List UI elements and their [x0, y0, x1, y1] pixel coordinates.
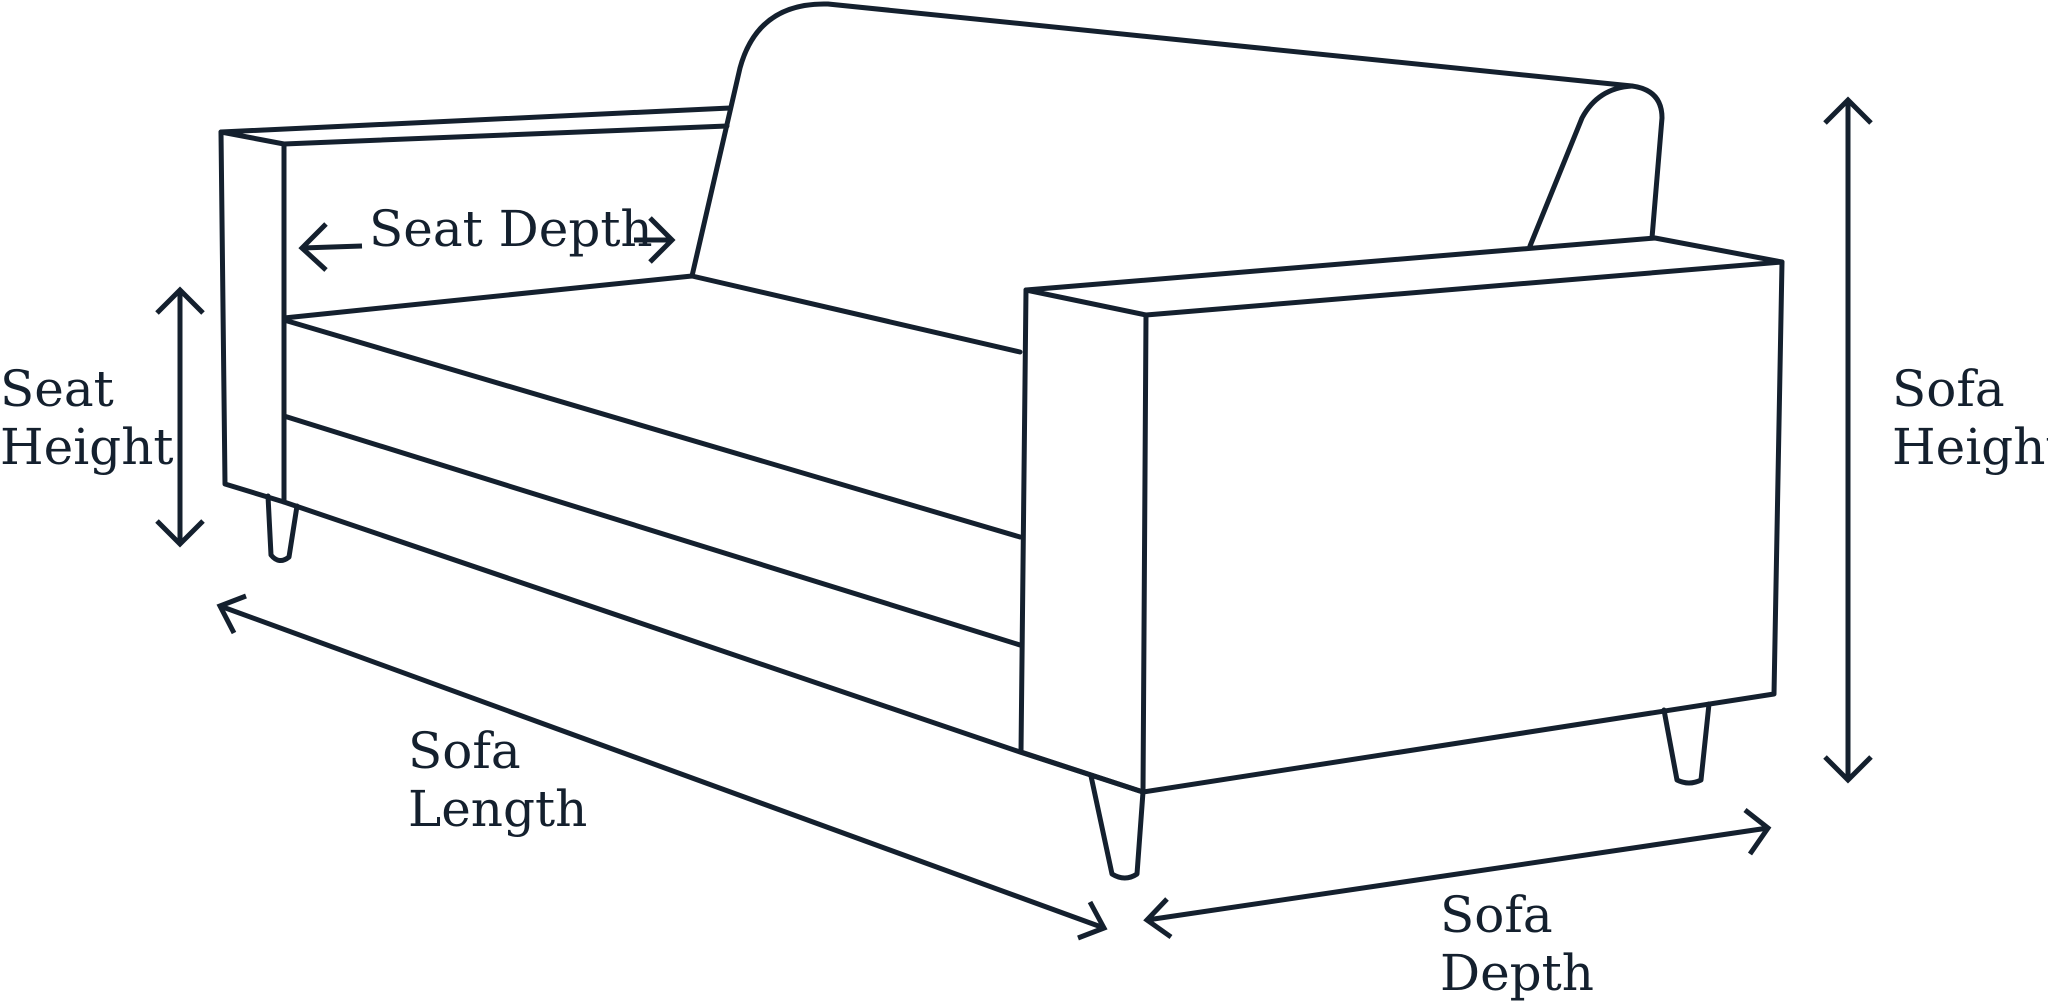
- sofa-left-arm-outer-face: [218, 129, 287, 505]
- sofa-height-arrow: [1823, 96, 1873, 784]
- sofa-depth-arrow: [1143, 808, 1772, 940]
- sofa-leg-left: [265, 493, 300, 563]
- sofa-length-line-2: Length: [408, 780, 588, 838]
- sofa-seat-top: [281, 273, 1023, 355]
- sofa-length-label: Sofa Length: [408, 722, 587, 838]
- sofa-depth-line-1: Sofa: [1440, 886, 1553, 944]
- sofa-length-line-1: Sofa: [408, 722, 521, 780]
- sofa-right-arm-top: [1023, 235, 1785, 318]
- sofa-left-arm-top-back: [218, 105, 733, 147]
- seat-depth-arrow: [298, 216, 676, 272]
- sofa-height-line-2: Height: [1892, 418, 2048, 476]
- dimension-arrows: [155, 96, 1873, 941]
- sofa-backrest-right-curve: [1527, 83, 1635, 249]
- seat-depth-label: Seat Depth: [369, 200, 653, 258]
- sofa-seat-front-bottom: [281, 413, 1023, 648]
- sofa-right-arm-side: [1140, 259, 1785, 795]
- sofa-leg-front: [1088, 773, 1146, 881]
- seat-height-arrow: [155, 286, 205, 548]
- sofa-height-line-1: Sofa: [1892, 360, 2005, 418]
- sofa-backrest: [689, 1, 1665, 279]
- seat-depth-text: Seat Depth: [369, 200, 653, 258]
- sofa-seat-front-top: [281, 317, 1023, 540]
- seat-height-label: Seat Height: [0, 360, 174, 476]
- seat-height-line-2: Height: [0, 418, 174, 476]
- sofa-drawing: [218, 1, 1785, 881]
- sofa-length-arrow: [216, 593, 1108, 941]
- sofa-depth-label: Sofa Depth: [1440, 886, 1594, 1002]
- sofa-leg-right: [1661, 701, 1712, 786]
- sofa-right-arm-front: [1018, 287, 1149, 795]
- sofa-height-label: Sofa Height: [1892, 360, 2048, 476]
- sofa-depth-line-2: Depth: [1440, 944, 1594, 1002]
- seat-height-line-1: Seat: [0, 360, 114, 418]
